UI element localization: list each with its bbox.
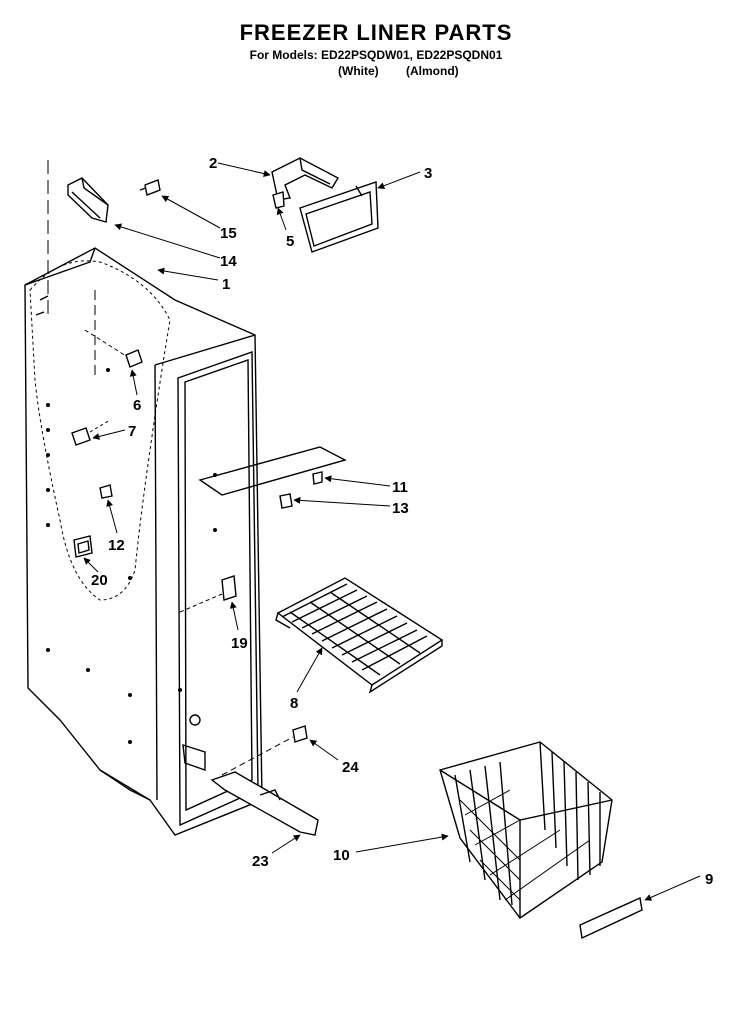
part-5-screw [272,191,285,209]
part-19-sensor [179,575,237,613]
part-12-screw [99,484,113,499]
leader-lines [83,162,701,901]
callout-12: 12 [108,537,125,554]
part-23-bracket [210,771,319,836]
callout-15: 15 [220,225,237,242]
callout-24: 24 [342,759,359,776]
part-24-screw [221,725,308,776]
part-7-clip [71,419,111,446]
part-11-13-plate [198,446,347,509]
page-title: FREEZER LINER PARTS [239,20,513,45]
callout-1: 1 [222,276,230,293]
part-14-bracket [67,177,109,223]
callout-6: 6 [133,397,141,414]
callout-9: 9 [705,871,713,888]
callout-14: 14 [220,253,237,270]
callout-7: 7 [128,423,136,440]
part-15-screw [139,179,161,196]
callout-5: 5 [286,233,294,250]
callout-2: 2 [209,155,217,172]
callout-20: 20 [91,572,108,589]
part-3-cover [299,181,379,253]
callout-8: 8 [290,695,298,712]
part-9-trim [579,896,643,940]
part-10-wire-basket [439,741,613,919]
callout-11: 11 [392,479,408,496]
part-6-clip [84,329,143,368]
color-white-label: (White) [338,64,379,78]
callout-19: 19 [231,635,248,652]
models-line: For Models: ED22PSQDW01, ED22PSQDN01 [249,48,503,62]
part-20-switch [73,535,93,558]
part-8-wire-shelf [275,577,444,694]
callout-13: 13 [392,500,409,517]
callout-3: 3 [424,165,432,182]
callout-23: 23 [252,853,269,870]
color-almond-label: (Almond) [406,64,459,78]
callout-labels: 1 2 3 5 6 7 8 9 10 11 12 13 14 15 19 20 … [91,155,713,888]
callout-10: 10 [333,847,350,864]
